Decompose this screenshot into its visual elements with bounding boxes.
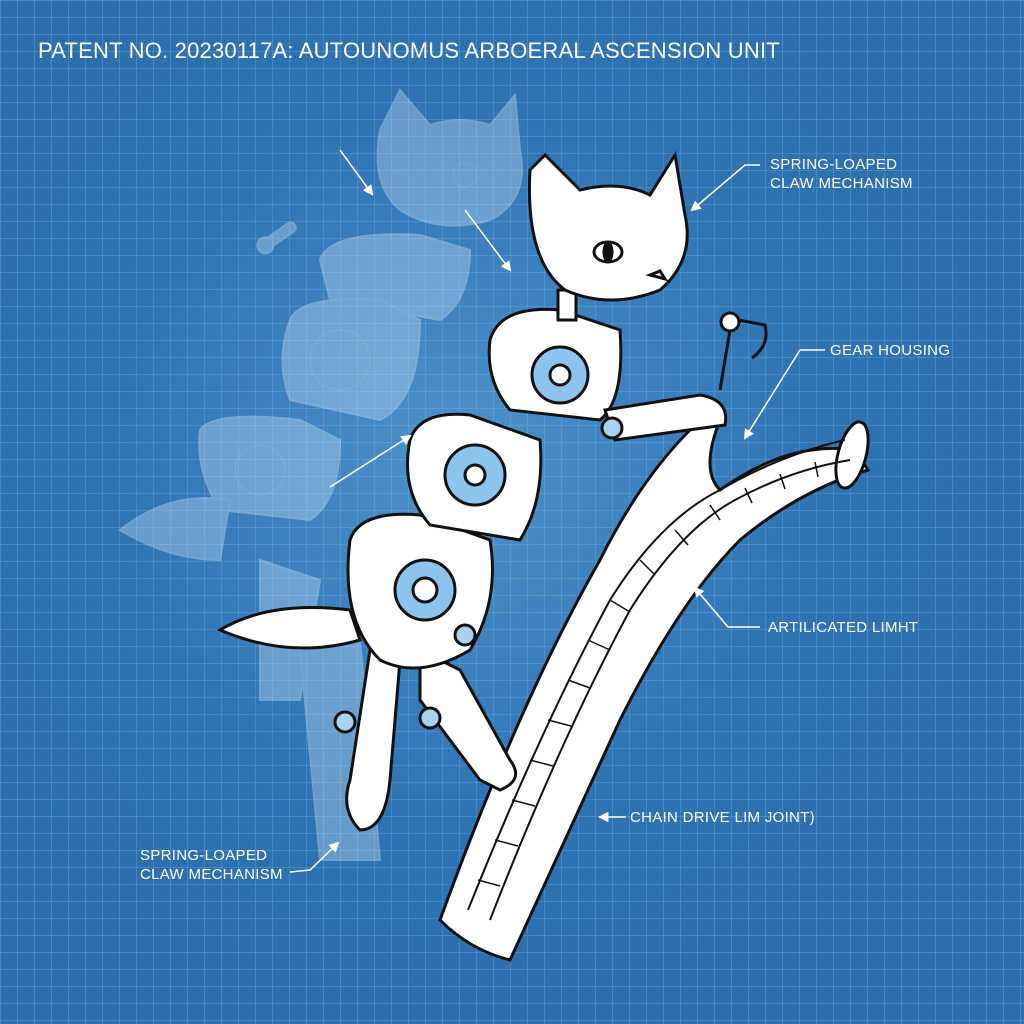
label-articulated-limb: ARTILICATED LIMHT (768, 619, 919, 636)
label-claw-bottom-line1: SPRING-LOAPED (140, 847, 268, 864)
chain-drive-track (477, 461, 819, 887)
label-claw-top-line2: CLAW MECHANISM (770, 175, 913, 192)
tree-branch (438, 417, 871, 962)
label-chain-drive-joint: CHAIN DRIVE LIM JOINT) (630, 809, 815, 826)
robot-cat (216, 150, 768, 832)
label-claw-mechanism-bottom: SPRING-LOAPED CLAW MECHANISM (140, 846, 283, 884)
label-claw-mechanism-top: SPRING-LOAPED CLAW MECHANISM (770, 155, 913, 193)
label-gear-housing: GEAR HOUSING (830, 342, 951, 359)
patent-title: PATENT NO. 20230117A: AUTOUNOMUS ARBOERA… (38, 38, 780, 63)
annotation-leaders (289, 149, 825, 873)
label-claw-bottom-line2: CLAW MECHANISM (140, 866, 283, 883)
label-claw-top-line1: SPRING-LOAPED (770, 156, 898, 173)
